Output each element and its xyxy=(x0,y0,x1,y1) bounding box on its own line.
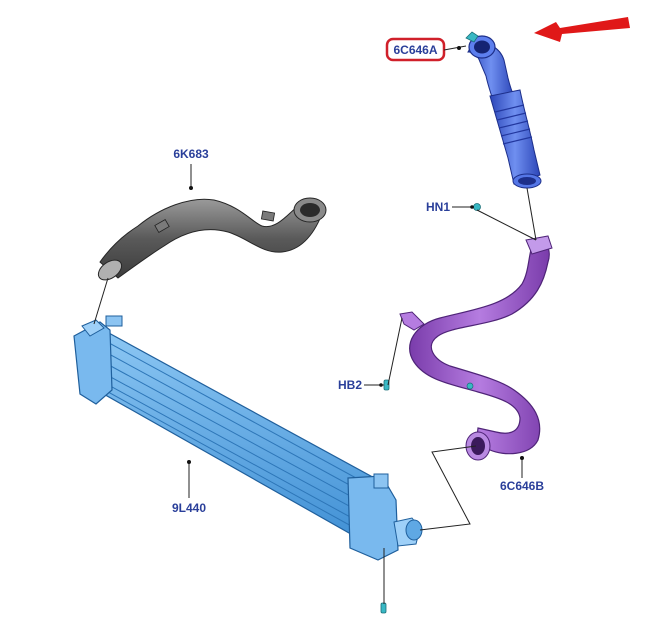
red-arrow-icon xyxy=(534,17,630,42)
blue-air-hose[interactable] xyxy=(465,31,542,189)
label-9l440[interactable]: 9L440 xyxy=(172,501,206,515)
grey-air-hose[interactable] xyxy=(95,197,327,284)
clamp-hn1[interactable] xyxy=(473,203,481,211)
label-6k683[interactable]: 6K683 xyxy=(173,147,209,161)
label-6c646a[interactable]: 6C646A xyxy=(393,43,437,57)
intercooler[interactable] xyxy=(73,315,423,561)
clip-icon[interactable] xyxy=(380,602,387,614)
label-hn1[interactable]: HN1 xyxy=(426,200,450,214)
purple-air-hose[interactable] xyxy=(399,235,553,461)
leader-lines xyxy=(93,45,537,604)
label-6c646b[interactable]: 6C646B xyxy=(500,479,544,493)
label-hb2[interactable]: HB2 xyxy=(338,378,362,392)
